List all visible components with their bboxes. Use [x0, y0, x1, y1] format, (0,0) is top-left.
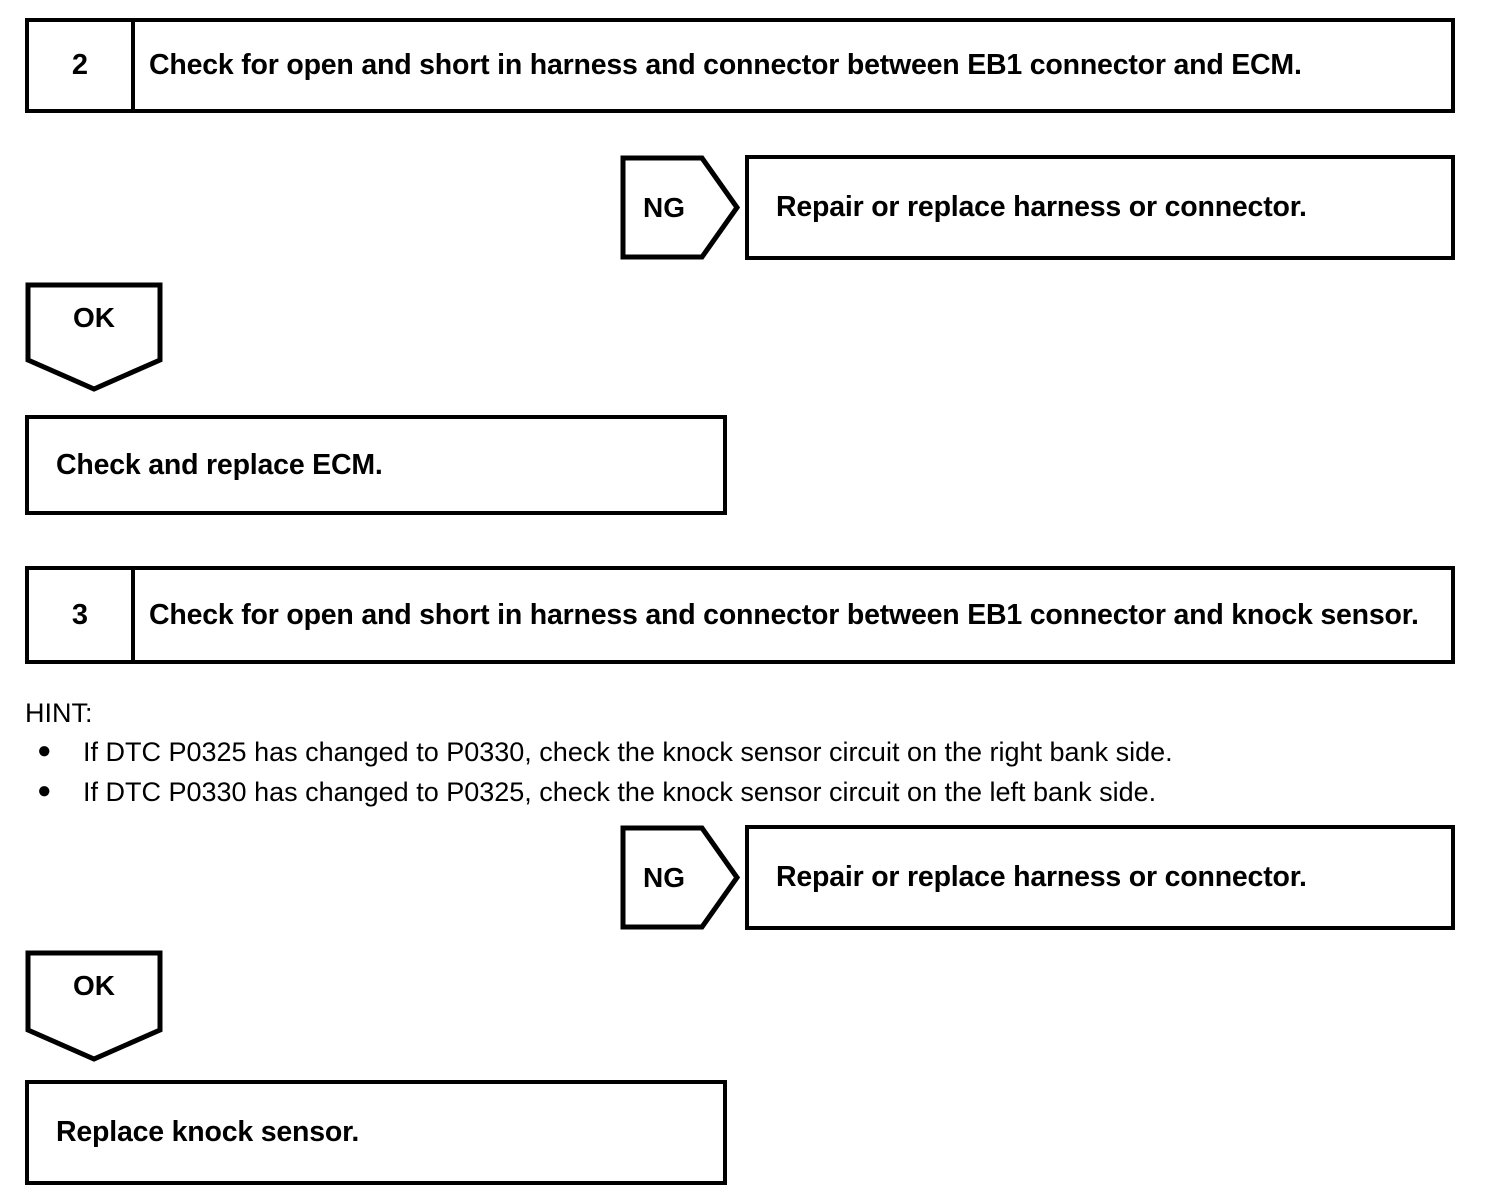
step-title-3: Check for open and short in harness and … — [149, 598, 1419, 631]
hint-item-text: If DTC P0325 has changed to P0330, check… — [83, 737, 1173, 767]
bullet-icon: ● — [37, 776, 52, 804]
step-title-2: Check for open and short in harness and … — [149, 49, 1302, 82]
ng-result-text-step-3: Repair or replace harness or connector. — [776, 861, 1307, 893]
ok-tag-step-3: OK — [25, 950, 163, 1062]
ok-tag-label-step-2: OK — [73, 302, 115, 333]
ng-tag-label-step-3: NG — [643, 861, 685, 893]
hint-item: ● If DTC P0325 has changed to P0330, che… — [25, 736, 1425, 770]
ng-tag-step-2: NG — [620, 155, 740, 260]
ok-tag-label-step-3: OK — [73, 970, 115, 1001]
step-number-2: 2 — [29, 22, 135, 109]
hint-item: ● If DTC P0330 has changed to P0325, che… — [25, 776, 1425, 810]
ng-tag-label-step-2: NG — [643, 191, 685, 223]
ng-result-box-step-3: Repair or replace harness or connector. — [745, 825, 1455, 930]
ok-result-box-step-3: Replace knock sensor. — [25, 1080, 727, 1185]
hint-item-text: If DTC P0330 has changed to P0325, check… — [83, 776, 1157, 807]
step-box-3: 3 Check for open and short in harness an… — [25, 566, 1455, 664]
ng-result-box-step-2: Repair or replace harness or connector. — [745, 155, 1455, 260]
ok-result-text-step-3: Replace knock sensor. — [56, 1116, 360, 1148]
ng-tag-step-3: NG — [620, 825, 740, 930]
hint-label: HINT: — [25, 698, 93, 728]
ok-tag-step-2: OK — [25, 282, 163, 392]
step-number-3: 3 — [29, 570, 135, 660]
bullet-icon: ● — [37, 737, 52, 764]
ng-result-text-step-2: Repair or replace harness or connector. — [776, 191, 1307, 223]
ok-result-text-step-2: Check and replace ECM. — [56, 448, 383, 481]
step-box-2: 2 Check for open and short in harness an… — [25, 18, 1455, 113]
ok-result-box-step-2: Check and replace ECM. — [25, 415, 727, 515]
hint-block-step-3: HINT: ● If DTC P0325 has changed to P033… — [25, 700, 1425, 816]
